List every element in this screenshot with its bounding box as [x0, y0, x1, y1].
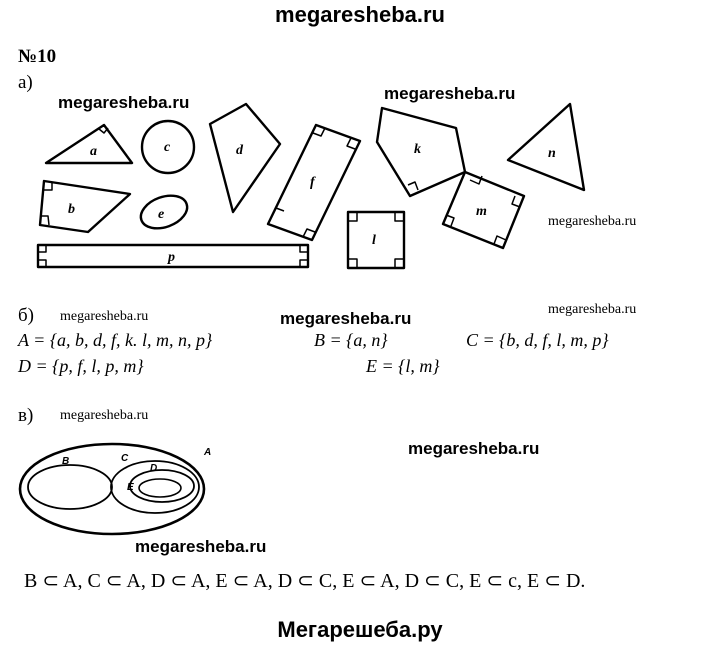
shape-d-label: d	[236, 143, 244, 158]
part-b-label: б)	[18, 305, 34, 326]
shape-b-quadrilateral	[38, 179, 132, 234]
watermark-v-left: megaresheba.ru	[60, 408, 149, 423]
venn-set-C	[110, 460, 200, 514]
venn-label-B: B	[62, 456, 69, 467]
shape-m-right-angle-marks	[445, 175, 521, 245]
set-C-definition: C = {b, d, f, l, m, p}	[466, 330, 609, 350]
watermark-a-right: megaresheba.ru	[384, 84, 516, 103]
watermark-bottom: megaresheba.ru	[135, 537, 267, 556]
shape-m-label: m	[476, 204, 487, 219]
part-a-label: а)	[18, 72, 33, 93]
site-header: megaresheba.ru	[275, 2, 445, 27]
venn-label-D: D	[150, 463, 157, 474]
shape-k-label: k	[414, 142, 421, 157]
venn-label-E: E	[127, 482, 134, 493]
part-v-label: в)	[18, 405, 34, 426]
watermark-b-center: megaresheba.ru	[280, 309, 412, 328]
shape-p-label: p	[167, 250, 175, 265]
shape-l-label: l	[372, 233, 376, 248]
shape-a-triangle	[44, 123, 134, 165]
task-number: №10	[18, 46, 57, 67]
set-E-definition: E = {l, m}	[366, 356, 440, 376]
shape-p-right-angle-marks	[38, 245, 308, 267]
shape-f-label: f	[310, 175, 316, 190]
shape-a-right-angle-mark	[98, 127, 109, 134]
shape-b-right-angle-marks	[40, 183, 53, 226]
shape-p-rectangle	[36, 243, 310, 269]
shape-k-right-angle-mark	[407, 181, 419, 191]
shape-c-label: c	[164, 140, 171, 155]
set-A-definition: A = {a, b, d, f, k. l, m, n, p}	[18, 330, 213, 350]
venn-label-A: A	[203, 447, 211, 458]
shape-e-label: e	[158, 207, 164, 222]
shape-l-square	[346, 210, 406, 270]
shape-f-right-angle-marks	[271, 127, 356, 238]
site-footer: Мегарешеба.ру	[277, 617, 443, 642]
shape-n-label: n	[548, 146, 556, 161]
shape-e-ellipse	[139, 194, 189, 230]
watermark-v-right: megaresheba.ru	[408, 439, 540, 458]
subset-relations: B ⊂ A, C ⊂ A, D ⊂ A, E ⊂ A, D ⊂ C, E ⊂ A…	[24, 570, 586, 592]
venn-set-B	[27, 464, 113, 510]
shape-n-triangle	[506, 102, 586, 192]
watermark-b-right: megaresheba.ru	[548, 302, 637, 317]
shape-l-right-angle-marks	[348, 212, 404, 268]
shape-k-pentagon	[375, 106, 467, 198]
watermark-a-small: megaresheba.ru	[548, 214, 637, 229]
venn-set-E	[138, 478, 182, 498]
shape-c-circle	[140, 119, 196, 175]
shape-d-quadrilateral	[208, 102, 282, 214]
watermark-a-left: megaresheba.ru	[58, 93, 190, 112]
set-B-definition: B = {a, n}	[314, 330, 388, 350]
venn-label-C: C	[121, 453, 129, 464]
venn-set-D	[129, 469, 195, 503]
shape-b-label: b	[68, 202, 75, 217]
venn-set-A	[18, 442, 206, 536]
set-D-definition: D = {p, f, l, p, m}	[18, 356, 144, 376]
shape-m-square	[441, 170, 526, 250]
venn-diagram	[18, 442, 206, 536]
watermark-b-left: megaresheba.ru	[60, 309, 149, 324]
shape-a-label: a	[90, 144, 97, 159]
shape-f-rectangle	[266, 123, 362, 242]
